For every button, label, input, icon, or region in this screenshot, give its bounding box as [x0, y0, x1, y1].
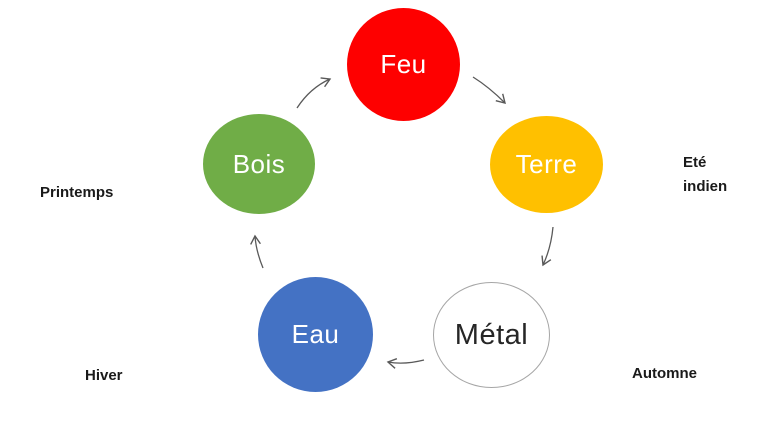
- node-metal-label: Métal: [454, 318, 529, 351]
- node-eau-label: Eau: [291, 319, 340, 349]
- season-label-ete-indien: Eté indien: [683, 154, 728, 195]
- arrow-eau-to-bois: [250, 234, 264, 269]
- arrow-feu-to-terre: [472, 76, 506, 104]
- season-label-hiver: Hiver: [85, 367, 123, 384]
- node-eau: Eau: [258, 277, 373, 392]
- node-feu: Feu: [347, 8, 460, 121]
- arrow-metal-to-eau: [386, 358, 425, 369]
- season-label-printemps: Printemps: [40, 184, 114, 201]
- node-terre: Terre: [490, 116, 603, 213]
- season-label-automne: Automne: [632, 365, 697, 382]
- arrow-bois-to-feu: [296, 77, 332, 109]
- node-feu-label: Feu: [380, 49, 427, 79]
- node-bois: Bois: [203, 114, 315, 214]
- node-metal: Métal: [433, 282, 550, 388]
- node-bois-label: Bois: [232, 148, 286, 179]
- node-terre-label: Terre: [515, 149, 578, 179]
- arrow-terre-to-metal: [541, 226, 554, 267]
